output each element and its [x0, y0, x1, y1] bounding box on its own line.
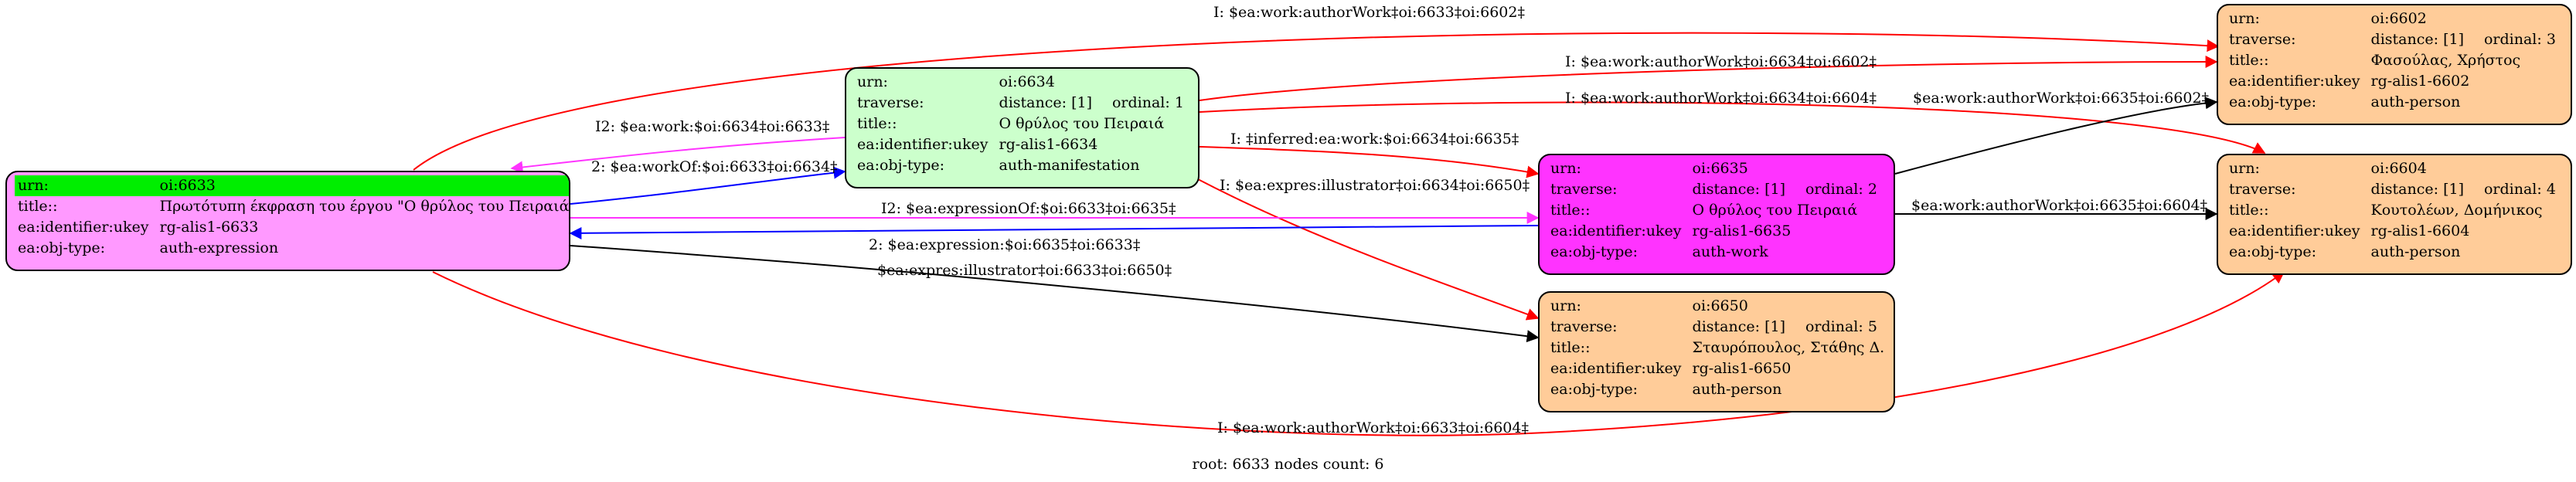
value-type: auth-manifestation	[999, 157, 1140, 174]
value-distance: distance: [1]	[2370, 181, 2464, 198]
value-type: auth-work	[1692, 243, 1768, 260]
key-traverse: traverse:	[1550, 318, 1618, 335]
edge-label-6635-6633: 2: $ea:expression:$oi:6635‡oi:6633‡	[869, 236, 1140, 253]
key-urn: urn:	[2229, 160, 2260, 177]
value-urn: oi:6633	[156, 175, 569, 196]
node-6635[interactable]: urn: oi:6635 traverse: distance: [1] ordina…	[1538, 154, 1895, 275]
edge-6634-6635	[1199, 146, 1540, 178]
edge-label-6633-6634: 2: $ea:workOf:$oi:6633‡oi:6634‡	[591, 158, 838, 175]
key-type: ea:obj-type:	[1550, 243, 1638, 260]
key-traverse: traverse:	[2229, 31, 2296, 48]
key-urn: urn:	[15, 175, 157, 196]
value-urn: oi:6602	[2370, 10, 2427, 27]
key-traverse: traverse:	[1550, 181, 1618, 198]
edge-label-6635-6602: $ea:work:authorWork‡oi:6635‡oi:6602‡	[1913, 90, 2209, 107]
edge-label-6633-6604: I: $ea:work:authorWork‡oi:6633‡oi:6604‡	[1217, 419, 1529, 436]
key-urn: urn:	[1550, 160, 1581, 177]
value-title: Πρωτότυπη έκφραση του έργου "Ο θρύλος το…	[159, 198, 570, 215]
key-title: title::	[2229, 52, 2269, 69]
key-title: title::	[1550, 202, 1591, 219]
edge-6635-6602	[1894, 97, 2218, 175]
value-ordinal: ordinal: 4	[2483, 181, 2556, 198]
value-distance: distance: [1]	[1692, 181, 1785, 198]
key-type: ea:obj-type:	[857, 157, 945, 174]
edge-6634-6633	[510, 137, 846, 174]
value-ukey: rg-alis1-6634	[999, 136, 1098, 153]
node-6650[interactable]: urn: oi:6650 traverse: distance: [1] ordina…	[1538, 291, 1895, 412]
value-ordinal: ordinal: 2	[1805, 181, 1877, 198]
edge-label-6633-6635: I2: $ea:expressionOf:$oi:6633‡oi:6635‡	[881, 200, 1176, 217]
key-urn: urn:	[857, 73, 888, 90]
key-title: title::	[18, 198, 58, 215]
key-type: ea:obj-type:	[2229, 93, 2317, 110]
key-urn: urn:	[1550, 297, 1581, 314]
node-6634[interactable]: urn: oi:6634 traverse: distance: [1] ordina…	[845, 67, 1200, 188]
edge-label-6634-6604: I: $ea:work:authorWork‡oi:6634‡oi:6604‡	[1565, 90, 1877, 107]
edge-label-6634-6635: I: ‡inferred:ea:work:$oi:6634‡oi:6635‡	[1230, 131, 1519, 148]
value-ordinal: ordinal: 3	[2483, 31, 2556, 48]
value-title: Κουτολέων, Δομήνικος	[2370, 202, 2543, 219]
edge-6633-6650	[570, 245, 1540, 343]
value-urn: oi:6635	[1692, 160, 1748, 177]
edge-6634-6602	[1199, 56, 2218, 101]
value-title: Φασούλας, Χρήστος	[2370, 52, 2521, 69]
node-6604[interactable]: urn: oi:6604 traverse: distance: [1] ordina…	[2217, 154, 2572, 275]
edge-label-6635-6604: $ea:work:authorWork‡oi:6635‡oi:6604‡	[1911, 197, 2207, 214]
key-ukey: ea:identifier:ukey	[1550, 222, 1682, 239]
key-ukey: ea:identifier:ukey	[1550, 360, 1682, 377]
key-traverse: traverse:	[2229, 181, 2296, 198]
edge-6634-6650	[1197, 178, 1540, 321]
key-ukey: ea:identifier:ukey	[2229, 222, 2360, 239]
value-title: Σταυρόπουλος, Στάθης Δ.	[1692, 339, 1885, 356]
edge-label-6633-6650: $ea:expres:illustrator‡oi:6633‡oi:6650‡	[877, 262, 1172, 279]
key-traverse: traverse:	[857, 94, 924, 111]
edge-label-6634-6650: I: $ea:expres:illustrator‡oi:6634‡oi:665…	[1220, 177, 1530, 194]
edge-6635-6633	[569, 225, 1539, 239]
value-urn: oi:6634	[999, 73, 1055, 90]
value-distance: distance: [1]	[2370, 31, 2464, 48]
value-distance: distance: [1]	[999, 94, 1092, 111]
value-type: auth-person	[1692, 381, 1782, 398]
value-ukey: rg-alis1-6602	[2370, 73, 2470, 90]
key-ukey: ea:identifier:ukey	[2229, 73, 2360, 90]
value-ukey: rg-alis1-6635	[1692, 222, 1792, 239]
value-type: auth-expression	[159, 239, 279, 256]
value-ordinal: ordinal: 5	[1805, 318, 1877, 335]
value-ukey: rg-alis1-6650	[1692, 360, 1792, 377]
key-type: ea:obj-type:	[1550, 381, 1638, 398]
value-ordinal: ordinal: 1	[1111, 94, 1184, 111]
value-distance: distance: [1]	[1692, 318, 1785, 335]
edge-6633-6604	[432, 271, 2285, 436]
value-urn: oi:6604	[2370, 160, 2427, 177]
key-title: title::	[1550, 339, 1591, 356]
value-type: auth-person	[2370, 243, 2461, 260]
node-6602[interactable]: urn: oi:6602 traverse: distance: [1] ordina…	[2217, 4, 2572, 125]
node-6633[interactable]: urn:oi:6633 title::Πρωτότυπη έκφραση του…	[5, 171, 570, 271]
value-ukey: rg-alis1-6633	[159, 219, 259, 236]
edge-6633-6634	[570, 166, 846, 205]
key-title: title::	[2229, 202, 2269, 219]
key-urn: urn:	[2229, 10, 2260, 27]
key-type: ea:obj-type:	[2229, 243, 2317, 260]
value-title: Ο θρύλος του Πειραιά	[1692, 202, 1858, 219]
edge-label-6633-6602: I: $ea:work:authorWork‡oi:6633‡oi:6602‡	[1213, 4, 1525, 21]
edge-6633-6602	[413, 32, 2220, 171]
key-title: title::	[857, 115, 897, 132]
edge-6634-6604	[1199, 101, 2266, 154]
value-ukey: rg-alis1-6604	[2370, 222, 2470, 239]
value-type: auth-person	[2370, 93, 2461, 110]
value-urn: oi:6650	[1692, 297, 1748, 314]
key-type: ea:obj-type:	[18, 239, 106, 256]
edge-label-6634-6633: I2: $ea:work:$oi:6634‡oi:6633‡	[595, 118, 829, 135]
value-title: Ο θρύλος του Πειραιά	[999, 115, 1165, 132]
node-row-urn: urn:oi:6633	[15, 175, 569, 196]
edge-label-6634-6602: I: $ea:work:authorWork‡oi:6634‡oi:6602‡	[1565, 53, 1877, 70]
graph-footer: root: 6633 nodes count: 6	[1192, 456, 1384, 473]
key-ukey: ea:identifier:ukey	[18, 219, 149, 236]
key-ukey: ea:identifier:ukey	[857, 136, 989, 153]
